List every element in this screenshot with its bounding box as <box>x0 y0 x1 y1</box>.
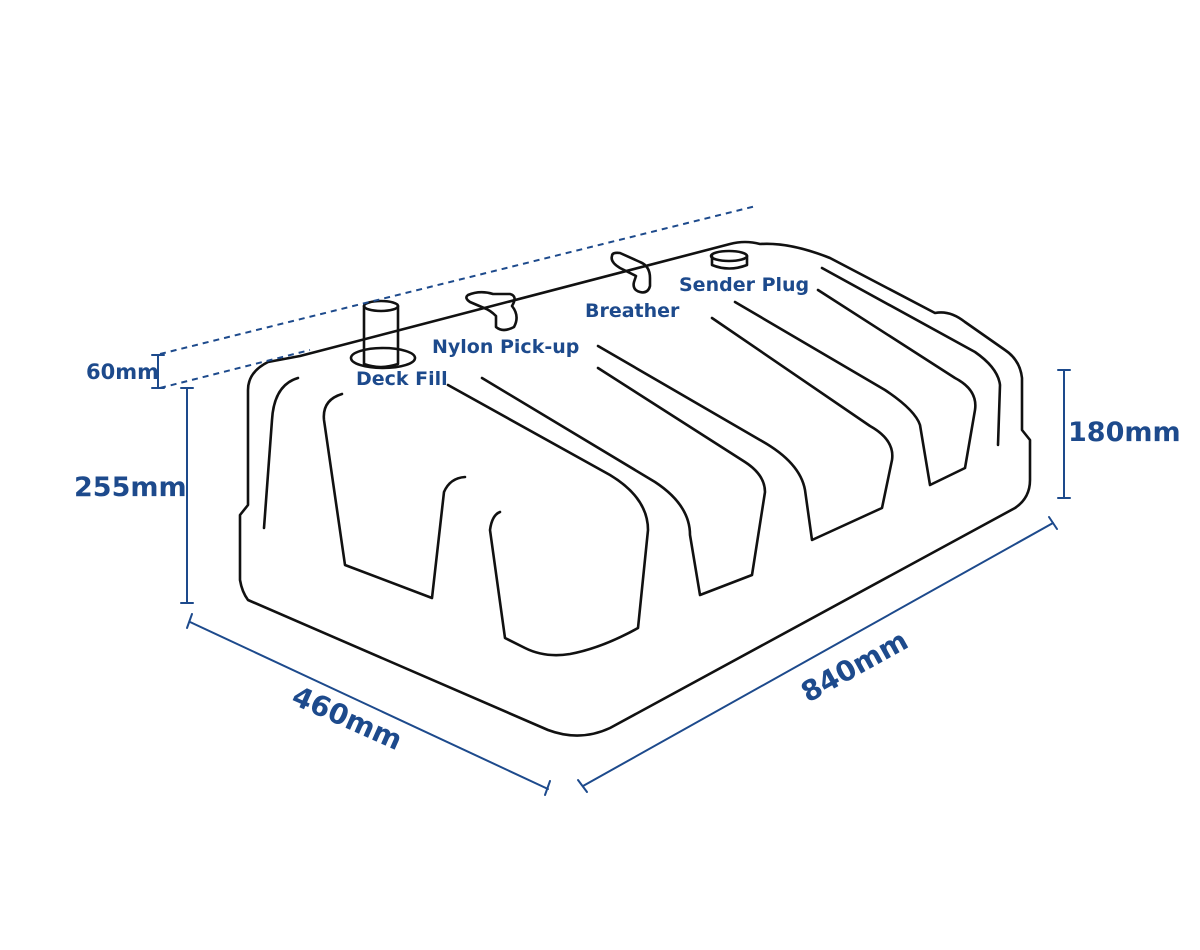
label-dim-840: 840mm <box>795 624 913 709</box>
label-breather: Breather <box>585 300 680 322</box>
dim-460-tick-start <box>186 613 193 629</box>
tank-ridge-1 <box>596 316 894 542</box>
tank-ridge-2 <box>733 288 977 487</box>
deck-fill-pipe <box>362 304 400 369</box>
tank-ridge-3 <box>820 266 1002 447</box>
breather-fitting <box>610 251 652 294</box>
lid-dashed-line-top <box>159 205 757 355</box>
tank-block-left <box>322 392 467 600</box>
label-dim-180: 180mm <box>1068 417 1181 448</box>
sender-plug-top <box>709 249 749 263</box>
label-deck-fill: Deck Fill <box>356 368 448 390</box>
label-dim-255: 255mm <box>74 472 187 503</box>
lid-dashed-line-bottom <box>159 349 311 389</box>
dim-840-tick-end <box>1048 516 1058 530</box>
dim-840-tick-start <box>577 779 588 793</box>
deck-fill-pipe-top <box>362 299 400 313</box>
dim-460-tick-end <box>544 780 551 796</box>
tank-outline <box>238 240 1032 737</box>
label-dim-60: 60mm <box>86 360 159 384</box>
tank-block-center-inner <box>480 366 767 597</box>
dim-840-line <box>582 522 1054 787</box>
label-nylon-pickup: Nylon Pick-up <box>432 336 579 358</box>
tank-corner-ridge <box>262 376 300 530</box>
sender-plug <box>710 254 749 270</box>
label-sender-plug: Sender Plug <box>679 274 809 296</box>
dim-460-line <box>189 621 549 790</box>
label-dim-460: 460mm <box>287 679 407 757</box>
nylon-pickup-fitting <box>465 290 518 332</box>
tank-block-center <box>446 383 650 657</box>
deck-fill-flange <box>349 346 417 370</box>
